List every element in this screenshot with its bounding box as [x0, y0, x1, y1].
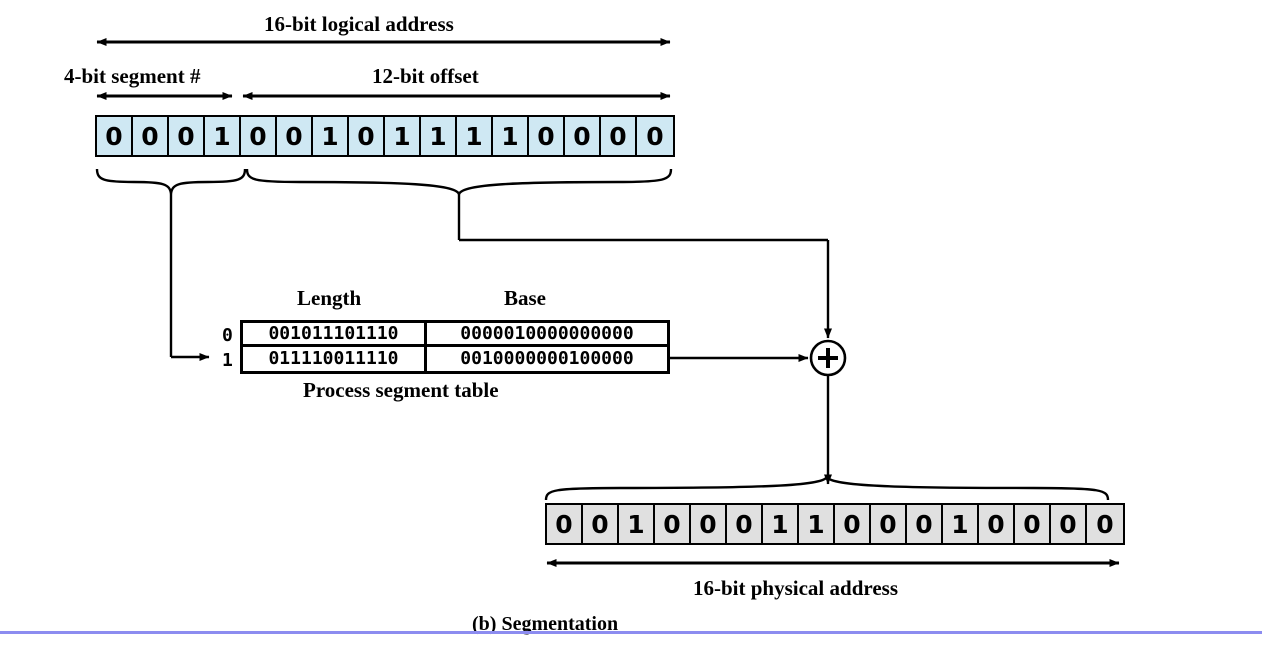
segment-length-value: 001011101110 [243, 323, 427, 344]
logical-bit-cell: 1 [385, 117, 421, 155]
table-row[interactable]: 001011101110 0000010000000000 [243, 323, 667, 347]
logical-bit-cell: 0 [601, 117, 637, 155]
segment-table-row-index-1: 1 [222, 350, 233, 371]
physical-bit-cell: 0 [979, 505, 1015, 543]
segment-base-value: 0000010000000000 [460, 322, 634, 344]
physical-bit-cell: 0 [547, 505, 583, 543]
offset-field-brace [245, 168, 832, 339]
logical-bit-cell: 0 [565, 117, 601, 155]
physical-address-bitbar[interactable]: 0 0 1 0 0 0 1 1 0 0 0 1 0 0 0 0 [545, 503, 1125, 545]
physical-bit-cell: 0 [1051, 505, 1087, 543]
footer-rule [0, 631, 1262, 634]
logical-bit-cell: 0 [529, 117, 565, 155]
logical-bit-cell: 0 [241, 117, 277, 155]
logical-bit-cell: 0 [637, 117, 673, 155]
physical-bit-cell: 0 [871, 505, 907, 543]
logical-bit-cell: 1 [421, 117, 457, 155]
segment-number-label: 4-bit segment # [64, 64, 201, 88]
logical-bit-cell: 0 [133, 117, 169, 155]
logical-bit-cell: 1 [205, 117, 241, 155]
physical-bit-cell: 0 [835, 505, 871, 543]
logical-bit-cell: 1 [493, 117, 529, 155]
logical-address-bitbar[interactable]: 0 0 0 1 0 0 1 0 1 1 1 1 0 0 0 0 [95, 115, 675, 157]
offset-label: 12-bit offset [372, 64, 479, 88]
process-segment-table-label: Process segment table [303, 378, 499, 402]
physical-bit-cell: 0 [583, 505, 619, 543]
segment-table-row-index-0: 0 [222, 325, 233, 346]
physical-bit-cell: 0 [727, 505, 763, 543]
process-segment-table[interactable]: 001011101110 0000010000000000 0111100111… [240, 320, 670, 374]
physical-bit-cell: 0 [1015, 505, 1051, 543]
table-row[interactable]: 011110011110 0010000000100000 [243, 347, 667, 371]
logical-bit-cell: 1 [457, 117, 493, 155]
adder-circle [809, 339, 847, 377]
physical-bit-cell: 0 [655, 505, 691, 543]
logical-bit-cell: 1 [313, 117, 349, 155]
physical-bit-cell: 1 [619, 505, 655, 543]
figure-caption: (b) Segmentation [472, 613, 619, 635]
physical-bit-cell: 0 [691, 505, 727, 543]
segment-table-column-base: Base [504, 286, 546, 310]
logical-bit-cell: 0 [277, 117, 313, 155]
physical-bit-cell: 1 [943, 505, 979, 543]
segment-table-column-length: Length [297, 286, 362, 310]
physical-address-brace [544, 474, 1110, 501]
physical-bit-cell: 0 [1087, 505, 1123, 543]
physical-bit-cell: 1 [763, 505, 799, 543]
logical-address-title: 16-bit logical address [264, 12, 454, 36]
segment-length-value: 011110011110 [243, 347, 427, 371]
physical-bit-cell: 0 [907, 505, 943, 543]
logical-bit-cell: 0 [349, 117, 385, 155]
segment-base-value: 0010000000100000 [460, 348, 634, 369]
logical-bit-cell: 0 [97, 117, 133, 155]
logical-bit-cell: 0 [169, 117, 205, 155]
physical-address-title: 16-bit physical address [693, 576, 898, 600]
physical-bit-cell: 1 [799, 505, 835, 543]
